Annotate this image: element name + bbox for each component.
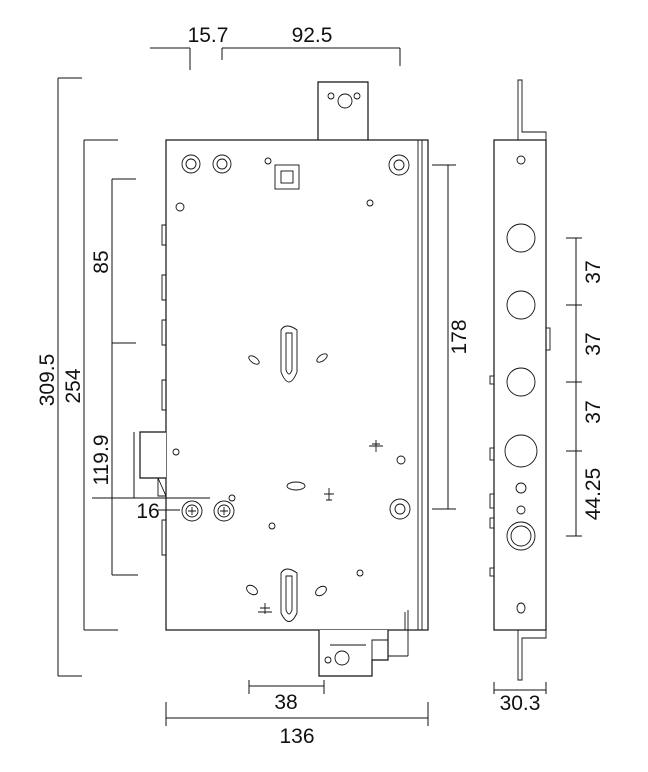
lower-cylinder-inner: [285, 575, 293, 615]
side-notch: [545, 327, 551, 351]
dim-top-offset: 15.7: [188, 24, 229, 47]
dim-bolt-pitch-1: 37: [582, 260, 605, 283]
bolt-hole: [504, 434, 538, 468]
bracket-hole-small: [353, 92, 361, 100]
dim-bolt-pitch-2: 37: [582, 332, 605, 355]
case-hole: [181, 154, 201, 174]
upper-cylinder-cutout: [280, 325, 298, 383]
faceplate-tab: [161, 319, 166, 346]
adjust-screw-inner: [185, 504, 199, 518]
latch-tip: [157, 477, 167, 497]
dim-upper-section: 85: [90, 250, 113, 273]
dim-top-span: 92.5: [292, 24, 333, 47]
slot: [246, 584, 258, 596]
cross-mark: [258, 603, 272, 614]
faceplate-tab: [161, 224, 166, 246]
bottom-mounting-bracket: [318, 630, 389, 677]
case-hole-inner: [216, 158, 228, 170]
pin-hole: [396, 455, 406, 465]
screw-slot: [220, 507, 228, 515]
dim-backset-offset: 16: [136, 500, 159, 523]
bracket-hole-small: [324, 656, 332, 664]
slot: [315, 585, 327, 597]
side-top-tab: [517, 79, 547, 141]
adjust-screw: [213, 500, 235, 522]
bracket-hole: [334, 650, 350, 666]
pin-hole: [516, 602, 526, 614]
pin-hole: [264, 157, 272, 165]
pin-hole: [515, 482, 527, 494]
side-notch: [489, 447, 495, 461]
side-notch: [489, 493, 495, 509]
case-hole: [212, 154, 232, 174]
latch-hole: [506, 521, 536, 551]
faceplate-tab: [161, 274, 166, 301]
side-notch: [489, 567, 495, 577]
dimension-lines: [57, 47, 582, 726]
screw-slot: [188, 507, 196, 515]
adjust-screw-inner: [217, 504, 231, 518]
screw-hole: [175, 202, 185, 212]
faceplate-tab: [161, 379, 166, 411]
dim-body-height: 254: [62, 368, 85, 403]
cross-mark: [324, 488, 334, 501]
latch-bolt: [139, 431, 166, 479]
upper-cylinder-inner: [285, 332, 293, 375]
dim-cylinder-spacing: 178: [448, 319, 471, 354]
pin-hole: [516, 505, 526, 515]
dim-bolt-pitch-3: 37: [582, 400, 605, 423]
pin-hole: [228, 494, 236, 502]
slot: [316, 353, 328, 363]
faceplate-side: [493, 139, 547, 631]
bolt-hole: [506, 223, 536, 253]
cross-mark: [369, 440, 383, 452]
side-notch: [489, 517, 495, 529]
case-hole-inner: [185, 158, 197, 170]
case-hole-inner: [393, 159, 405, 171]
adjust-screw: [181, 500, 203, 522]
spindle-square: [274, 164, 300, 190]
side-notch: [489, 375, 495, 385]
lock-case: [165, 139, 429, 631]
latch-hole-inner: [510, 525, 532, 547]
bracket-hole-small: [327, 92, 335, 100]
case-hole: [389, 498, 411, 520]
spindle-square-inner: [280, 170, 294, 184]
lower-cylinder-cutout: [280, 568, 298, 622]
pin-hole: [356, 569, 364, 577]
case-hole-inner: [394, 503, 406, 515]
slot: [248, 355, 260, 365]
pin-hole: [366, 199, 374, 207]
faceplate-tab: [161, 519, 166, 556]
bolt-hole: [506, 367, 536, 397]
bracket-step: [371, 639, 388, 660]
dimension-labels: 309.5 254 85 119.9 16 15.7 92.5 178 38 1…: [36, 24, 605, 748]
center-slot: [286, 481, 306, 491]
dim-bottom-span: 38: [274, 691, 297, 714]
dim-bolt-pitch-4: 44.25: [582, 468, 605, 521]
dim-depth: 30.3: [500, 692, 541, 715]
front-view: [139, 81, 429, 677]
dim-overall-height: 309.5: [36, 354, 59, 407]
pin-hole: [172, 448, 180, 456]
side-view: [489, 79, 551, 681]
pin-hole: [516, 155, 526, 165]
side-bottom-tab: [517, 629, 547, 681]
bracket-hole: [337, 93, 353, 109]
pin-hole: [268, 522, 276, 530]
case-hole: [388, 154, 410, 176]
top-mounting-bracket: [317, 81, 369, 140]
dim-lower-section: 119.9: [90, 435, 113, 486]
dim-overall-width: 136: [279, 725, 314, 748]
bolt-hole: [506, 290, 536, 320]
